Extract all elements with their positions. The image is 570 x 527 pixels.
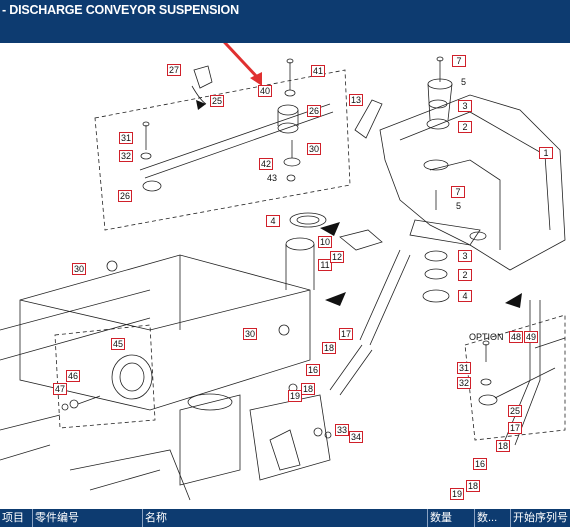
callout-42[interactable]: 42 — [259, 158, 274, 170]
callout-18[interactable]: 18 — [301, 383, 316, 395]
callout-25[interactable]: 25 — [508, 405, 523, 417]
callout-18[interactable]: 18 — [322, 342, 337, 354]
option-label: OPTION — [469, 332, 504, 342]
column-header-name[interactable]: 名称 — [143, 509, 428, 527]
callout-43[interactable]: 43 — [267, 173, 278, 183]
callout-30[interactable]: 30 — [72, 263, 87, 275]
callout-5[interactable]: 5 — [461, 77, 467, 87]
callout-26[interactable]: 26 — [118, 190, 133, 202]
callout-47[interactable]: 47 — [53, 383, 68, 395]
callout-4[interactable]: 4 — [458, 290, 472, 302]
callout-19[interactable]: 19 — [288, 390, 303, 402]
callout-18[interactable]: 18 — [466, 480, 481, 492]
callout-18[interactable]: 18 — [496, 440, 511, 452]
callout-16[interactable]: 16 — [306, 364, 321, 376]
callout-41[interactable]: 41 — [311, 65, 326, 77]
page-title: - DISCHARGE CONVEYOR SUSPENSION — [2, 3, 239, 17]
callout-30[interactable]: 30 — [307, 143, 322, 155]
callout-10[interactable]: 10 — [318, 236, 333, 248]
column-header-part-number[interactable]: 零件编号 — [33, 509, 143, 527]
callout-33[interactable]: 33 — [335, 424, 350, 436]
exploded-parts-diagram — [0, 43, 566, 501]
callout-1[interactable]: 1 — [539, 147, 553, 159]
callout-12[interactable]: 12 — [330, 251, 345, 263]
callout-32[interactable]: 32 — [119, 150, 134, 162]
callout-27[interactable]: 27 — [167, 64, 182, 76]
header-bar: - DISCHARGE CONVEYOR SUSPENSION — [0, 0, 570, 43]
callout-26[interactable]: 26 — [307, 105, 322, 117]
callout-30[interactable]: 30 — [243, 328, 258, 340]
callout-48[interactable]: 48 — [509, 331, 524, 343]
callout-3[interactable]: 3 — [458, 100, 472, 112]
callout-19[interactable]: 19 — [450, 488, 465, 500]
callout-46[interactable]: 46 — [66, 370, 81, 382]
callout-40[interactable]: 40 — [258, 85, 273, 97]
red-pointer-arrow — [223, 43, 262, 86]
callout-17[interactable]: 17 — [508, 422, 523, 434]
callout-4[interactable]: 4 — [266, 215, 280, 227]
column-header-quantity[interactable]: 数量 — [428, 509, 475, 527]
callout-25[interactable]: 25 — [210, 95, 225, 107]
column-header-start-serial[interactable]: 开始序列号 — [513, 512, 568, 524]
callout-49[interactable]: 49 — [524, 331, 539, 343]
column-header-item[interactable]: 项目 — [0, 509, 33, 527]
callout-13[interactable]: 13 — [349, 94, 364, 106]
callout-5[interactable]: 5 — [456, 201, 462, 211]
parts-table-header: 项目 零件编号 名称 数量 数... 开始序列号 — [0, 509, 570, 527]
callout-11[interactable]: 11 — [318, 259, 332, 271]
callout-2[interactable]: 2 — [458, 121, 472, 133]
callout-32[interactable]: 32 — [457, 377, 472, 389]
callout-7[interactable]: 7 — [452, 55, 466, 67]
column-header-notes[interactable]: 数... — [475, 509, 511, 527]
callout-7[interactable]: 7 — [451, 186, 465, 198]
callout-31[interactable]: 31 — [119, 132, 134, 144]
callout-34[interactable]: 34 — [349, 431, 364, 443]
callout-2[interactable]: 2 — [458, 269, 472, 281]
callout-31[interactable]: 31 — [457, 362, 472, 374]
callout-17[interactable]: 17 — [339, 328, 354, 340]
callout-16[interactable]: 16 — [473, 458, 488, 470]
callout-45[interactable]: 45 — [111, 338, 126, 350]
callout-3[interactable]: 3 — [458, 250, 472, 262]
